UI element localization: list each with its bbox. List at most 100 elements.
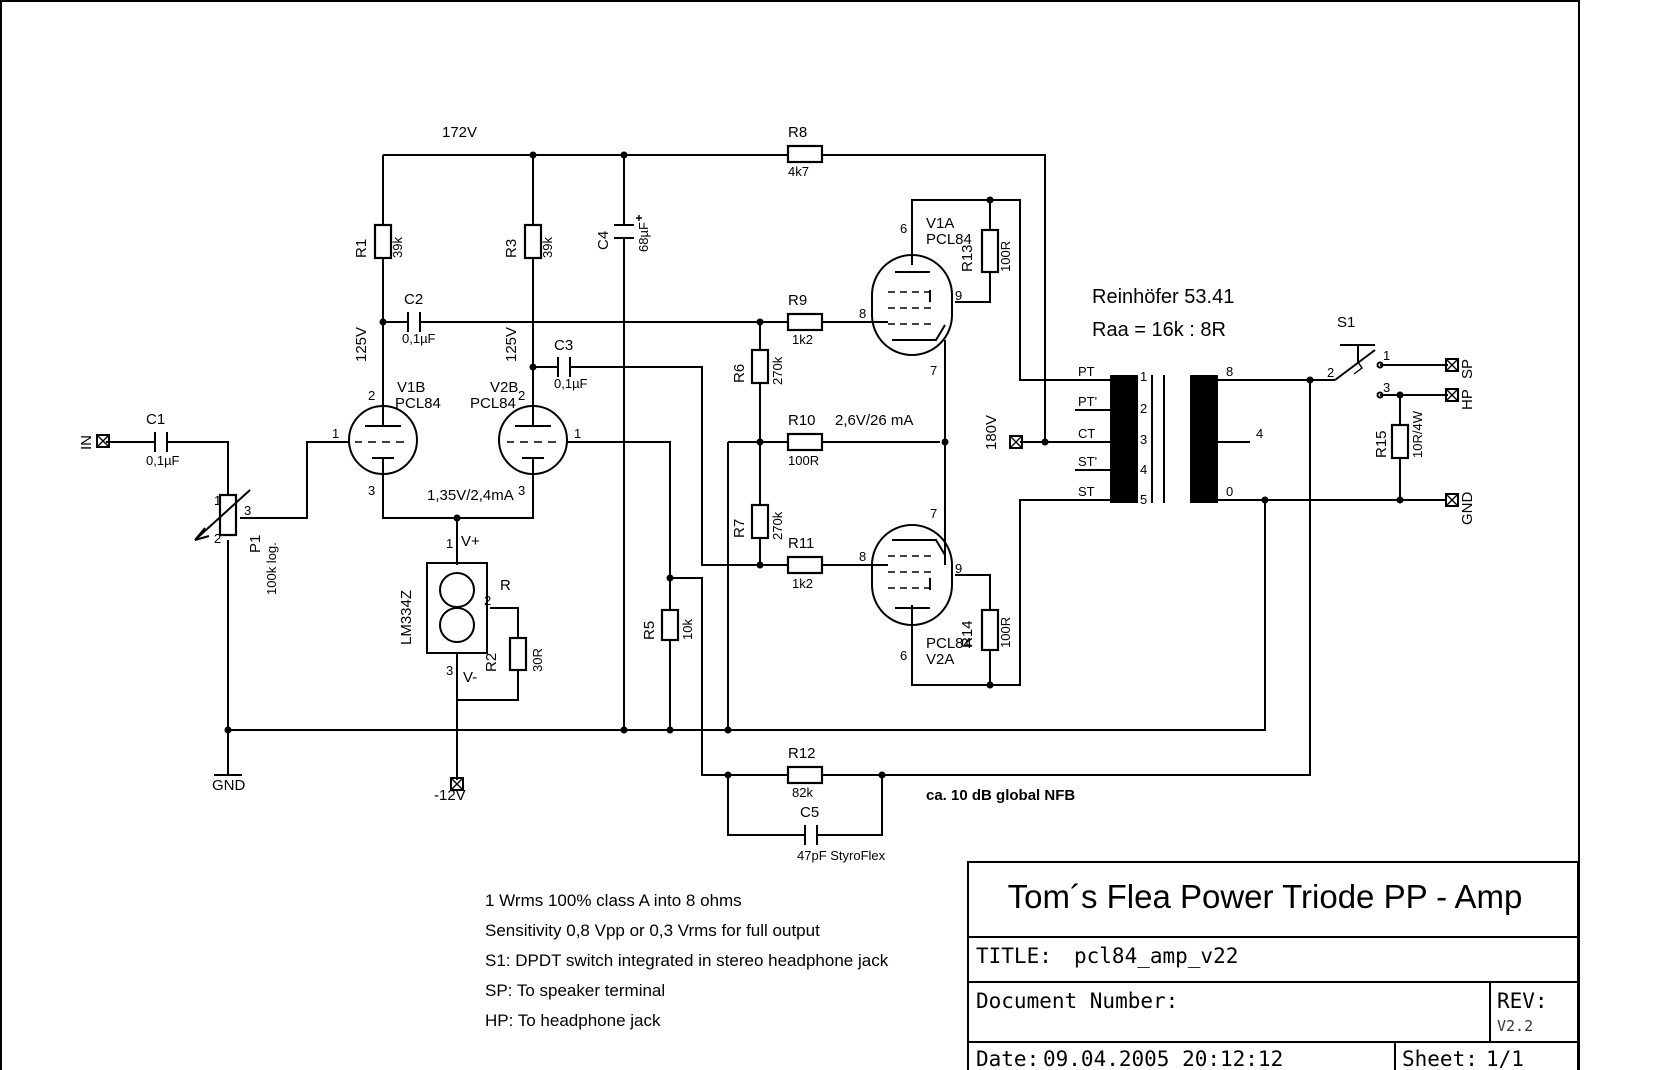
resistor-r12: [786, 765, 824, 785]
svg-text:8: 8: [859, 306, 866, 321]
label-r8-name: R8: [788, 124, 807, 141]
label-v1a-name: V1A: [926, 215, 954, 232]
annotation-125v-a: 125V: [353, 327, 370, 362]
svg-text:3: 3: [368, 483, 375, 498]
potentiometer-p1: [194, 489, 251, 541]
label-r15-value: 10R/4W: [1410, 410, 1425, 458]
capacitor-c4-plus: [636, 215, 642, 221]
label-c2-value: 0,1µF: [402, 331, 436, 346]
title-block-rev-label: REV:: [1497, 989, 1548, 1013]
label-sp: SP: [1459, 359, 1476, 379]
label-c3-name: C3: [554, 337, 573, 354]
label-r14-value: 100R: [998, 617, 1013, 648]
connector-sp: [1445, 358, 1459, 372]
resistor-r5: [660, 608, 680, 642]
annotations: 172V 125V 125V 1,35V/2,4mA 2,6V/26 mA 18…: [353, 124, 1234, 804]
svg-text:3: 3: [446, 663, 453, 678]
label-hp: HP: [1459, 389, 1476, 410]
label-neg12: -12V: [434, 787, 466, 804]
label-in: IN: [78, 435, 95, 450]
label-v2a-name: V2A: [926, 651, 954, 668]
svg-text:1: 1: [332, 426, 339, 441]
label-r8-value: 4k7: [788, 164, 809, 179]
label-v2a-type: PCL84: [926, 635, 972, 652]
pin-numbers: 1 2 3 2 3 1 1 3 2 8 6 9 7 7 8 9 6 1 3 2 …: [214, 221, 1390, 678]
capacitor-c5: [804, 825, 818, 845]
wires: [106, 154, 1448, 836]
label-r11-value: 1k2: [792, 576, 813, 591]
svg-text:5: 5: [1140, 492, 1147, 507]
label-c4-name: C4: [595, 231, 612, 250]
svg-text:2: 2: [518, 388, 525, 403]
label-c5-name: C5: [800, 804, 819, 821]
label-c3-value: 0,1µF: [554, 376, 588, 391]
label-r15-name: R15: [1373, 430, 1390, 458]
resistor-r9: [786, 312, 824, 332]
connector-gnd-right: [1445, 493, 1459, 507]
annotation-bias: 1,35V/2,4mA: [427, 487, 514, 504]
svg-text:0: 0: [1226, 484, 1233, 499]
label-r9-name: R9: [788, 292, 807, 309]
note-5: HP: To headphone jack: [485, 1011, 661, 1030]
label-c4-value: 68µF: [636, 222, 651, 252]
svg-text:2: 2: [368, 388, 375, 403]
svg-text:3: 3: [1383, 380, 1390, 395]
annotation-180v: 180V: [983, 415, 1000, 450]
label-lm334z: LM334Z: [398, 590, 415, 645]
component-labels: R1 39k R3 39k C4 68µF C2 0,1µF C3 0,1µF …: [146, 124, 1425, 863]
title-block-date-label: Date:: [976, 1047, 1039, 1070]
svg-text:4: 4: [1140, 462, 1147, 477]
svg-text:6: 6: [900, 648, 907, 663]
current-source-lm334z: [426, 562, 488, 654]
gnd-symbol: [214, 730, 242, 776]
label-c5-value: 47pF StyroFlex: [797, 848, 886, 863]
svg-text:3: 3: [244, 503, 251, 518]
resistor-r10: [786, 432, 824, 452]
label-r7-name: R7: [731, 519, 748, 538]
note-3: S1: DPDT switch integrated in stereo hea…: [485, 951, 889, 970]
title-block-project: Tom´s Flea Power Triode PP - Amp: [1008, 878, 1523, 915]
svg-text:1: 1: [574, 426, 581, 441]
label-r13-name: R13: [959, 244, 976, 272]
sheet-border: [0, 0, 1580, 1070]
title-block-rev-value: V2.2: [1497, 1017, 1533, 1035]
svg-text:2: 2: [484, 593, 491, 608]
title-block-date-value: 09.04.2005 20:12:12: [1043, 1047, 1283, 1070]
svg-text:ST': ST': [1078, 454, 1097, 469]
capacitor-c2: [407, 312, 421, 332]
svg-text:1: 1: [1383, 348, 1390, 363]
label-c1-value: 0,1µF: [146, 453, 180, 468]
svg-text:7: 7: [930, 363, 937, 378]
label-r3-name: R3: [503, 239, 520, 258]
annotation-cathode: 2,6V/26 mA: [835, 412, 913, 429]
notes: 1 Wrms 100% class A into 8 ohms Sensitiv…: [485, 891, 889, 1030]
resistor-r3: [523, 223, 543, 260]
label-r11-name: R11: [788, 535, 814, 552]
label-r5-name: R5: [641, 621, 658, 640]
title-block-doc-label: Document Number:: [976, 989, 1178, 1013]
annotation-transformer-name: Reinhöfer 53.41: [1092, 286, 1234, 308]
connectors: [96, 358, 1459, 791]
label-v1b-type: PCL84: [395, 395, 441, 412]
label-r7-value: 270k: [770, 511, 785, 540]
output-transformer: [1110, 375, 1218, 503]
resistor-r1: [373, 223, 393, 260]
label-s1: S1: [1337, 314, 1355, 331]
label-r12-name: R12: [788, 745, 816, 762]
note-1: 1 Wrms 100% class A into 8 ohms: [485, 891, 742, 910]
connector-hp: [1445, 388, 1459, 402]
connector-neg12: [450, 777, 464, 791]
label-v1b-name: V1B: [397, 379, 425, 396]
svg-text:1: 1: [446, 536, 453, 551]
svg-text:6: 6: [900, 221, 907, 236]
label-lm-vplus: V+: [461, 533, 480, 550]
resistor-r2: [508, 636, 528, 672]
svg-text:2: 2: [1327, 365, 1334, 380]
tube-v2b: [498, 405, 568, 475]
resistors: [373, 144, 1410, 785]
svg-text:7: 7: [930, 506, 937, 521]
connector-in: [96, 434, 110, 448]
resistor-r11: [786, 555, 824, 575]
label-lm-r: R: [500, 577, 511, 594]
